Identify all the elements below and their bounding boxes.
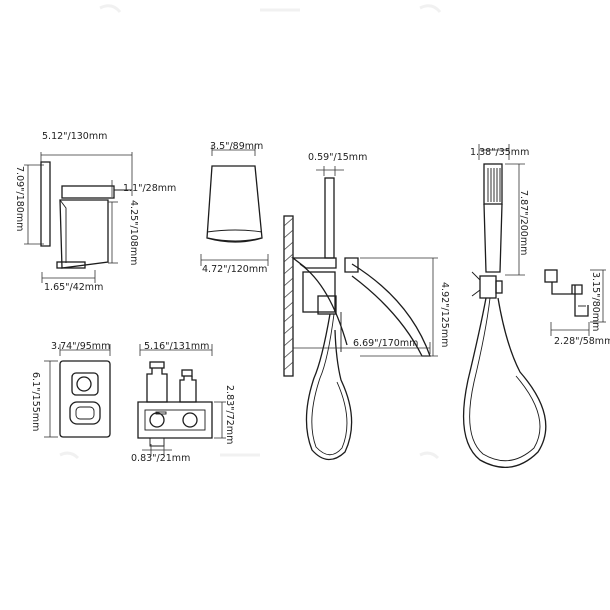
dim-spout-bottom: 4.72"/120mm (202, 264, 267, 275)
dim-mixer-depth: 1.65"/42mm (44, 282, 103, 293)
dim-handshower-length: 7.87"/200mm (518, 190, 529, 255)
dim-holder-width: 2.28"/58mm (554, 336, 610, 347)
wall-holder-view: 3.15"/80mm 2.28"/58mm (544, 269, 610, 347)
dim-mixer-lever: 1.1"/28mm (123, 183, 176, 194)
dim-plate-height: 6.1"/155mm (30, 372, 41, 431)
dim-mixer-width: 5.12"/130mm (42, 131, 107, 142)
dim-spout-reach: 6.69"/170mm (353, 338, 418, 349)
dim-mixer-body: 4.25"/108mm (128, 200, 139, 265)
handshower-view: 1.38"/35mm 7.87"/200mm (462, 144, 547, 468)
dim-pipe-diameter: 0.59"/15mm (308, 152, 367, 163)
dim-spout-height: 4.92"/125mm (439, 282, 450, 347)
dim-plate-width: 3.74"/95mm (51, 341, 110, 352)
dim-valve-height: 2.83"/72mm (224, 385, 235, 444)
dim-mixer-height: 7.09"/180mm (14, 166, 25, 231)
watermark (59, 4, 442, 460)
valve-body-view: 5.16"/131mm 2.83"/72mm 0.83"/21mm (131, 341, 235, 464)
dim-valve-width: 5.16"/131mm (144, 341, 209, 352)
spout-front-view: 3.5"/89mm 4.72"/120mm (200, 141, 269, 275)
dim-spout-top: 3.5"/89mm (210, 141, 263, 152)
dim-valve-outlet: 0.83"/21mm (131, 453, 190, 464)
dim-holder-height: 3.15"/80mm (590, 272, 601, 331)
wall-set-view: 0.59"/15mm 4.92"/125mm 6.69"/170mm (283, 152, 450, 461)
mixer-side-view: 5.12"/130mm 7.09"/180mm 1.1"/28mm 4.25"/… (14, 131, 176, 293)
dim-handshower-diameter: 1.38"/35mm (470, 147, 529, 158)
wall-plate-view: 3.74"/95mm 6.1"/155mm (30, 341, 111, 438)
